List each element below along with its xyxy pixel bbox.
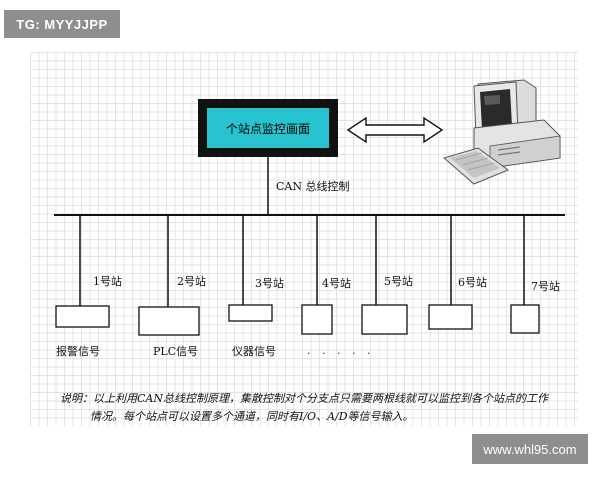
station-box-7: [510, 304, 540, 334]
station-label-4: 4号站: [322, 277, 351, 290]
monitor-title: 个站点监控画面: [207, 108, 329, 148]
station-box-2: [138, 306, 200, 336]
can-bus-label: CAN 总线控制: [276, 180, 350, 193]
station-box-1: [55, 305, 110, 328]
station-label-1: 1号站: [93, 275, 122, 288]
station-label-6: 6号站: [458, 276, 487, 289]
device-label-plc: PLC信号: [153, 345, 199, 358]
monitor-screen-box: 个站点监控画面: [198, 99, 338, 157]
bidirectional-arrow-icon: [346, 116, 444, 144]
station-box-5: [361, 304, 408, 335]
tag-badge: TG: MYYJJPP: [4, 10, 120, 38]
explanation-note: 说明：以上利用CAN总线控制原理，集散控制对个分支点只需要两根线就可以监控到各个…: [60, 390, 582, 426]
station-box-4: [301, 304, 333, 335]
station-label-3: 3号站: [255, 277, 284, 290]
note-line-1: 说明：以上利用CAN总线控制原理，集散控制对个分支点只需要两根线就可以监控到各个…: [60, 392, 548, 405]
watermark-badge: www.whl95.com: [472, 434, 588, 464]
device-label-alarm: 报警信号: [56, 345, 100, 358]
computer-icon: [442, 79, 561, 185]
note-line-2: 情况。每个站点可以设置多个通道，同时有I/O、A/D等信号输入。: [90, 410, 414, 423]
station-label-7: 7号站: [531, 280, 560, 293]
station-label-5: 5号站: [384, 275, 413, 288]
station-label-2: 2号站: [177, 275, 206, 288]
station-box-3: [228, 304, 273, 322]
device-label-instrument: 仪器信号: [232, 345, 276, 358]
station-box-6: [428, 304, 473, 330]
ellipsis-dots: . . . . .: [307, 344, 375, 357]
